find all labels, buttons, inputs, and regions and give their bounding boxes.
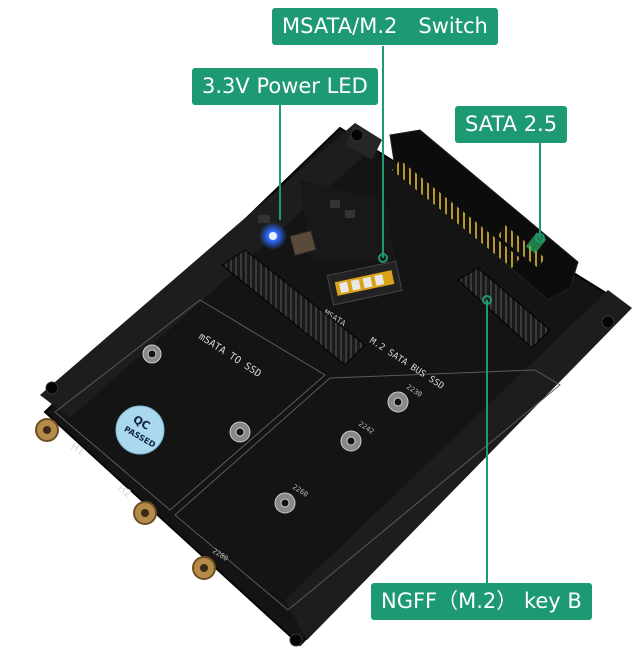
power-led-callout: 3.3V Power LED bbox=[192, 68, 378, 106]
brass-standoffs bbox=[35, 418, 216, 580]
switch-callout: MSATA/M.2 Switch bbox=[272, 8, 498, 46]
qc-sticker: QC PASSED bbox=[115, 405, 165, 455]
mode-switch bbox=[326, 260, 403, 306]
leader-lines bbox=[279, 46, 541, 583]
right-rail bbox=[285, 290, 632, 640]
msata-connector bbox=[221, 249, 366, 366]
mounting-holes bbox=[142, 344, 409, 514]
left-rail bbox=[40, 123, 382, 418]
sata-callout: SATA 2.5 bbox=[455, 106, 568, 144]
regulator-chip bbox=[289, 229, 317, 257]
ngff-callout: NGFF（M.2） key B bbox=[371, 583, 592, 621]
m2-connector bbox=[457, 267, 551, 349]
